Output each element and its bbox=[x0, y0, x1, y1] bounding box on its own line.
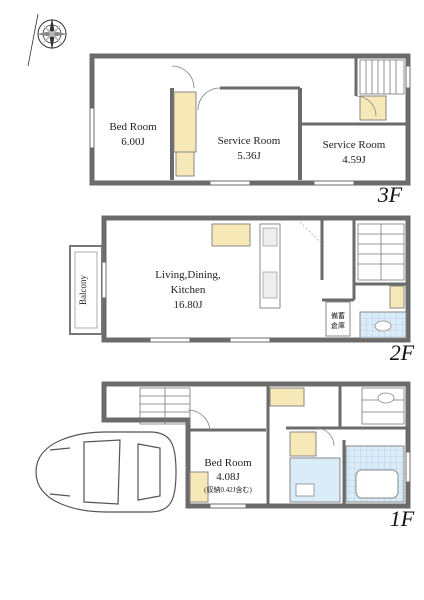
floor-label-1f: 1F bbox=[390, 506, 415, 531]
floor-3f: Bed Room 6.00J Service Room 5.36J Servic… bbox=[89, 53, 411, 207]
room-name-line2: Kitchen bbox=[171, 284, 206, 296]
floor-1f: Bed Room 4.08J (収納0.42J含む) 1F bbox=[35, 381, 415, 531]
room-note: (収納0.42J含む) bbox=[204, 485, 252, 494]
room-name: Bed Room bbox=[204, 457, 252, 469]
room-size: 16.80J bbox=[173, 299, 203, 311]
room-size: 6.00J bbox=[121, 136, 145, 148]
room-size: 5.36J bbox=[237, 150, 261, 162]
balcony-label: Balcony bbox=[78, 275, 88, 305]
car-icon bbox=[35, 431, 177, 513]
room-size: 4.59J bbox=[342, 154, 366, 166]
room-name: Service Room bbox=[218, 135, 281, 147]
storage-label: 備蓄 bbox=[331, 311, 345, 320]
room-name: Service Room bbox=[323, 139, 386, 151]
floor-2f: Living,Dining, Kitchen 16.80J Balcony 備蓄… bbox=[69, 215, 415, 365]
storage-label: 倉庫 bbox=[331, 321, 345, 330]
compass-icon bbox=[27, 13, 68, 67]
floor-label-3f: 3F bbox=[377, 182, 403, 207]
room-size: 4.08J bbox=[216, 471, 240, 483]
room-name: Bed Room bbox=[109, 121, 157, 133]
floor-label-2f: 2F bbox=[390, 340, 415, 365]
room-name-line1: Living,Dining, bbox=[155, 269, 221, 281]
